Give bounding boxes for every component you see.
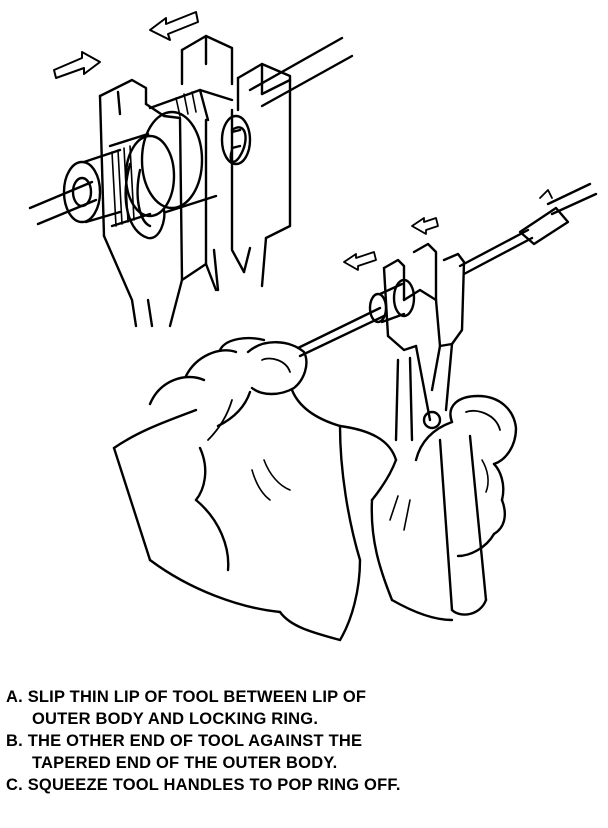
step-text: SLIP THIN LIP OF TOOL BETWEEN LIP OF (27, 688, 367, 706)
arrow-double-top-icon (412, 218, 438, 234)
step-text: TAPERED END OF THE OUTER BODY. (32, 754, 338, 772)
instruction-step-b: B. THE OTHER END OF TOOL AGAINST THE TAP… (6, 730, 602, 774)
arrow-double-left-icon (344, 252, 376, 270)
fitting-detail (64, 90, 250, 238)
step-letter: C. (6, 776, 23, 794)
left-hand (114, 338, 396, 612)
fuel-line (298, 184, 596, 356)
step-text: THE OTHER END OF TOOL AGAINST THE (27, 732, 363, 750)
detail-view (30, 12, 352, 326)
instruction-list: A. SLIP THIN LIP OF TOOL BETWEEN LIP OF … (6, 686, 602, 796)
hands-view (114, 184, 596, 640)
disconnect-tool (384, 244, 486, 615)
instruction-step-c: C. SQUEEZE TOOL HANDLES TO POP RING OFF. (6, 774, 602, 796)
tool-jaws-detail (100, 36, 290, 326)
tool-illustration (0, 0, 608, 660)
step-letter: A. (6, 688, 23, 706)
arrow-left-icon (150, 12, 198, 40)
step-letter: B. (6, 732, 23, 750)
fitting (370, 280, 414, 322)
instruction-step-a: A. SLIP THIN LIP OF TOOL BETWEEN LIP OF … (6, 686, 602, 730)
arrow-right-icon (54, 52, 100, 78)
right-hand (280, 396, 516, 640)
step-text: SQUEEZE TOOL HANDLES TO POP RING OFF. (27, 776, 401, 794)
step-text: OUTER BODY AND LOCKING RING. (32, 710, 319, 728)
